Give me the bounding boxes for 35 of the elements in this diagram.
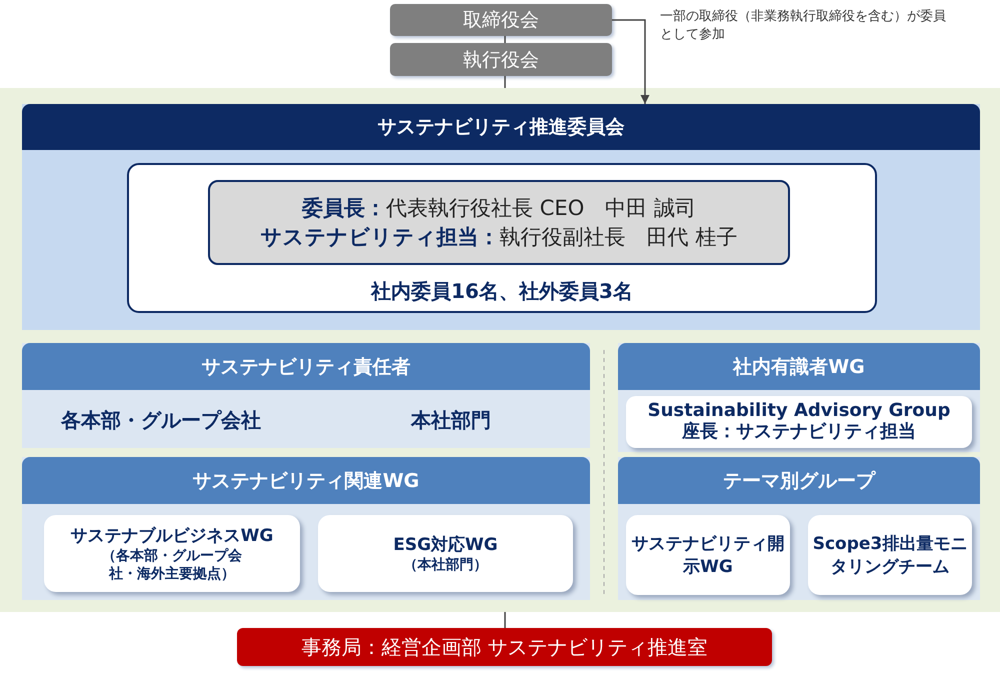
group-title: サステナブルビジネスWG xyxy=(70,525,274,547)
group-box xyxy=(318,515,573,592)
panel-heading: テーマ別グループ xyxy=(618,457,980,504)
group-box: Scope3排出量モニタリングチーム xyxy=(808,515,972,595)
connector-line xyxy=(504,612,506,628)
connector-line xyxy=(504,76,506,88)
panel-heading: 社内有識者WG xyxy=(618,343,980,390)
group-panel xyxy=(22,457,590,600)
office-box: 事務局：経営企画部 サステナビリティ推進室 xyxy=(237,628,772,666)
panel-heading: サステナビリティ関連WG xyxy=(22,457,590,504)
group-note: （本社部門） xyxy=(404,556,488,574)
chair-box xyxy=(208,180,790,265)
board-box: 取締役会 xyxy=(390,4,612,36)
group-panel xyxy=(618,457,980,600)
member-count-text: 社内委員16名、社外委員3名 xyxy=(371,278,633,305)
group-box xyxy=(626,396,972,448)
group-note: （各本部・グループ会社・海外主要拠点） xyxy=(101,547,243,583)
committee-panel xyxy=(22,104,980,330)
group-title: ESG対応WG xyxy=(393,534,498,556)
board-box: 執行役会 xyxy=(390,43,612,76)
group-panel xyxy=(22,343,590,448)
group-box xyxy=(44,515,300,592)
area-background xyxy=(0,88,1000,612)
arrow xyxy=(612,19,650,104)
group-note: サステナビリティ担当：執行役副社長 田代 桂子 xyxy=(260,224,738,250)
note-text: 一部の取締役（非業務執行取締役を含む）が委員として参加 xyxy=(660,8,947,44)
group-title: Sustainability Advisory Group xyxy=(648,401,950,422)
group-box: サステナビリティ開示WG xyxy=(626,515,790,595)
group-title: 委員長：代表執行役社長 CEO 中田 誠司 xyxy=(302,195,696,222)
panel-heading: サステナビリティ責任者 xyxy=(22,343,590,390)
member-box xyxy=(127,163,877,313)
panel-heading: サステナビリティ推進委員会 xyxy=(22,104,980,150)
group-note: 座長：サステナビリティ担当 xyxy=(682,422,916,443)
group-panel xyxy=(618,343,980,452)
connector-line xyxy=(504,36,506,43)
